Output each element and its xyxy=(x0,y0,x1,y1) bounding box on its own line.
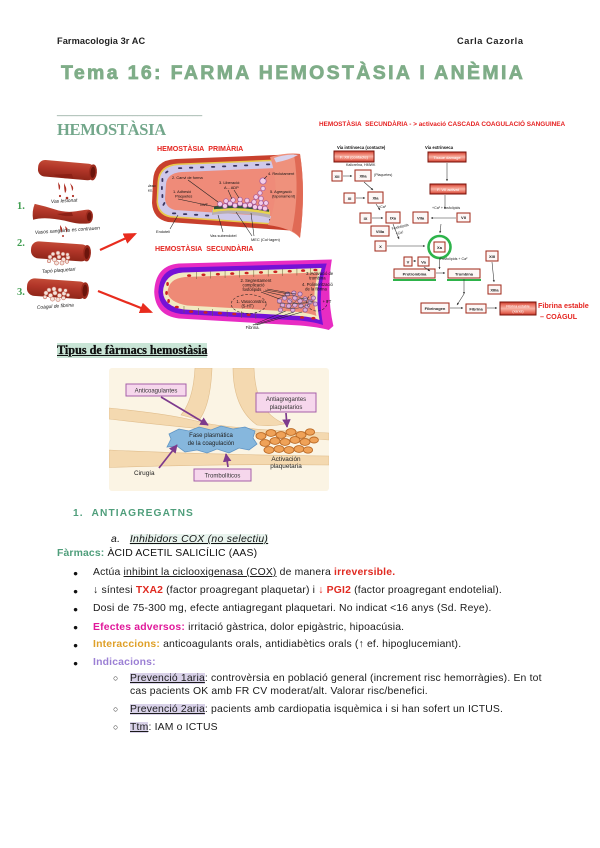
svg-text:Activación: Activación xyxy=(271,456,301,463)
svg-text:1. Vasoconstric.: 1. Vasoconstric. xyxy=(236,299,266,304)
svg-text:IXa: IXa xyxy=(390,215,397,220)
svg-text:Via intrínseca (contacte): Via intrínseca (contacte) xyxy=(337,145,386,150)
svg-text:F. VII activat: F. VII activat xyxy=(437,187,460,192)
svg-text:XIa: XIa xyxy=(372,195,379,200)
svg-text:plaquetaria: plaquetaria xyxy=(270,463,302,470)
svg-text:de la fibrina: de la fibrina xyxy=(305,287,327,292)
svg-text:plaquetarios: plaquetarios xyxy=(270,405,303,411)
svg-text:XII: XII xyxy=(335,174,340,179)
svg-text:Protrombina: Protrombina xyxy=(403,271,428,276)
svg-text:Vaso: Vaso xyxy=(148,183,156,188)
svg-text:3. Activació de: 3. Activació de xyxy=(306,271,334,276)
svg-text:Fosfolípids + Ca²: Fosfolípids + Ca² xyxy=(440,257,468,261)
svg-text:Antiagregantes: Antiagregantes xyxy=(266,397,306,403)
svg-text:Tissue damage: Tissue damage xyxy=(433,155,461,160)
svg-text:(Plaquetes): (Plaquetes) xyxy=(374,173,392,177)
svg-text:Via extrínseca: Via extrínseca xyxy=(425,145,454,150)
svg-text:Xa: Xa xyxy=(437,245,443,250)
svg-text:Kalicreïna, HMWK: Kalicreïna, HMWK xyxy=(346,163,376,167)
svg-text:fosfolípids: fosfolípids xyxy=(243,287,262,292)
svg-text:MEC (Col·lagen): MEC (Col·lagen) xyxy=(251,237,281,242)
svg-text:Fibrina estable: Fibrina estable xyxy=(506,305,530,309)
svg-text:+Ca² + fosfolípids: +Ca² + fosfolípids xyxy=(432,206,460,210)
svg-text:Coàgul de fibrina: Coàgul de fibrina xyxy=(37,302,75,311)
svg-text:1. Adhesió: 1. Adhesió xyxy=(173,189,191,194)
svg-text:Vasos sanguinis es contrauen: Vasos sanguinis es contrauen xyxy=(35,225,101,236)
svg-text:Plaquetes: Plaquetes xyxy=(175,194,192,199)
svg-text:4. Reclutament: 4. Reclutament xyxy=(268,171,295,176)
svg-text:XIIIa: XIIIa xyxy=(490,287,499,292)
svg-text:XIIa: XIIa xyxy=(359,173,367,178)
svg-text:3. Liberació:: 3. Liberació: xyxy=(219,180,240,185)
svg-text:Va: Va xyxy=(421,260,426,265)
svg-text:Fibrinogen: Fibrinogen xyxy=(425,306,446,311)
svg-text:Anticoagulantes: Anticoagulantes xyxy=(135,389,178,395)
svg-text:Trombolíticos: Trombolíticos xyxy=(205,474,241,480)
svg-text:Fase plasmática: Fase plasmática xyxy=(189,433,233,439)
svg-text:Vas subendotel: Vas subendotel xyxy=(210,233,237,238)
svg-text:A... ADP: A... ADP xyxy=(224,185,239,190)
svg-text:+Ca²: +Ca² xyxy=(378,205,387,209)
svg-text:2. Segrestament: 2. Segrestament xyxy=(240,278,272,283)
svg-text:X: X xyxy=(379,244,382,249)
svg-text:4. Polimerització: 4. Polimerització xyxy=(302,282,333,287)
svg-text:F. XII (contacte): F. XII (contacte) xyxy=(340,155,369,160)
svg-text:Endoteli: Endoteli xyxy=(156,229,170,234)
svg-text:Cirugía: Cirugía xyxy=(134,470,155,477)
svg-text:– COÀGUL: – COÀGUL xyxy=(540,312,578,321)
svg-text:VII: VII xyxy=(461,215,466,220)
svg-text:Vas lesionat: Vas lesionat xyxy=(51,198,78,205)
svg-text:2. Canvi de forma: 2. Canvi de forma xyxy=(172,175,204,180)
svg-text:IX: IX xyxy=(364,216,368,221)
svg-text:XI: XI xyxy=(348,196,352,201)
svg-text:5. Agregació: 5. Agregació xyxy=(270,189,292,194)
svg-text:VIIa: VIIa xyxy=(417,215,425,220)
svg-text:(5-HT): (5-HT) xyxy=(241,304,254,309)
svg-text:XIII: XIII xyxy=(489,254,495,259)
svg-text:de la coagulación: de la coagulación xyxy=(188,441,235,447)
svg-text:trombina: trombina xyxy=(309,276,326,281)
svg-text:VIIIa: VIIIa xyxy=(376,229,385,234)
svg-text:Fibrina.: Fibrina. xyxy=(246,325,260,330)
svg-text:Trombina: Trombina xyxy=(455,271,474,276)
svg-text:les.: les. xyxy=(148,188,153,193)
svg-text:V: V xyxy=(407,260,410,265)
svg-text:(taponament): (taponament) xyxy=(272,194,296,199)
svg-text:(xarxa): (xarxa) xyxy=(512,310,523,314)
svg-text:+Ca²: +Ca² xyxy=(395,230,404,236)
svg-text:+ FT: + FT xyxy=(323,299,332,304)
svg-text:complicació: complicació xyxy=(243,283,266,288)
svg-text:Fosfolípids: Fosfolípids xyxy=(391,223,409,231)
svg-text:Fibrina: Fibrina xyxy=(469,306,483,311)
svg-text:Fibrina estable: Fibrina estable xyxy=(538,301,589,310)
svg-text:Tapó plaquetari: Tapó plaquetari xyxy=(42,267,77,275)
